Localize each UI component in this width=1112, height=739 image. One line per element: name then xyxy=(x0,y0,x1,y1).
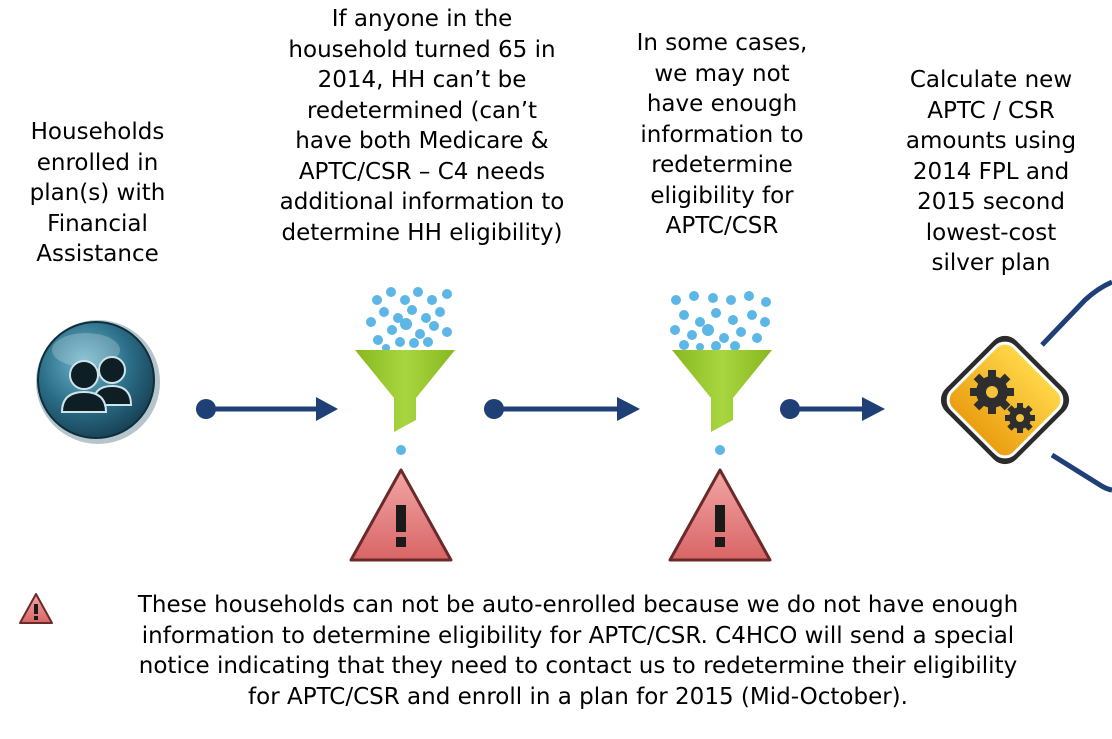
arrow-icon xyxy=(484,397,640,421)
medicare-redetermination-label: If anyone in the household turned 65 in … xyxy=(279,6,565,246)
funnel-icon xyxy=(670,291,772,455)
warning-icon xyxy=(349,468,453,562)
arrow-icon xyxy=(780,397,885,421)
insufficient-information-label: In some cases, we may not have enough in… xyxy=(636,30,808,239)
branch-lines xyxy=(1040,279,1112,493)
households-icon xyxy=(36,320,160,444)
arrow-icon xyxy=(196,397,338,421)
funnel-icon xyxy=(355,287,455,455)
gears-warning-icon xyxy=(940,335,1070,465)
households-enrolled-label: Households enrolled in plan(s) with Fina… xyxy=(29,119,166,267)
calculate-aptc-csr-label: Calculate new APTC / CSR amounts using 2… xyxy=(905,67,1077,276)
warning-icon xyxy=(19,593,53,624)
warning-icon xyxy=(668,468,772,562)
auto-enroll-notice: These households can not be auto-enrolle… xyxy=(137,592,1019,710)
